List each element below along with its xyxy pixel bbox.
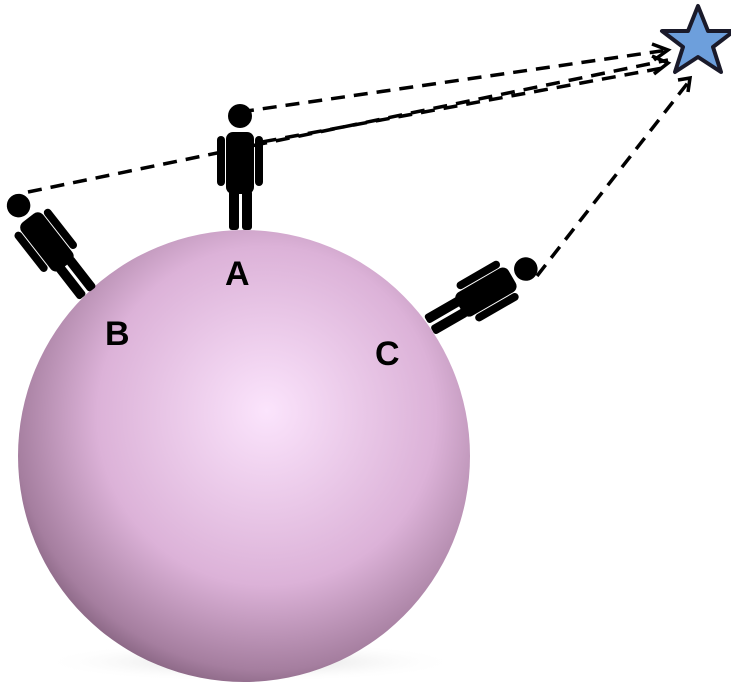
person-icon-b — [0, 182, 105, 307]
planet-sphere — [18, 230, 470, 682]
label-c: C — [375, 335, 400, 373]
arrowhead-b — [652, 56, 668, 74]
sight-line-b — [28, 60, 668, 192]
person-icon-c — [418, 244, 547, 345]
sight-line-c — [537, 80, 690, 276]
star-icon — [662, 6, 731, 72]
label-b: B — [105, 315, 130, 353]
sight-line-a-upper — [240, 50, 668, 112]
label-a: A — [225, 255, 250, 293]
person-icon-a — [217, 104, 263, 230]
sight-lines — [28, 50, 690, 276]
